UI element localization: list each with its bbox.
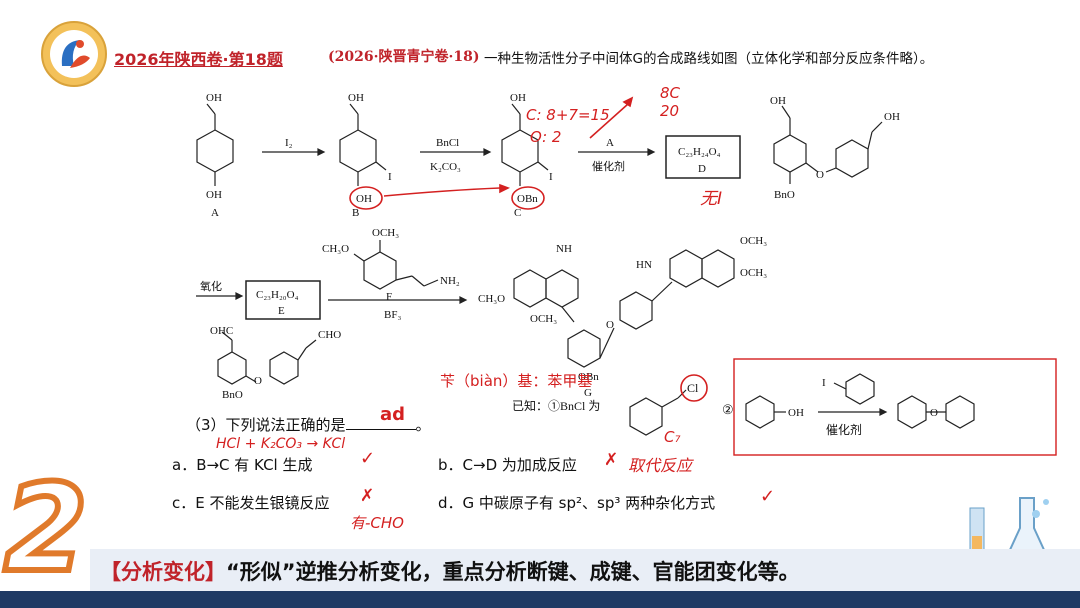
- d-struct-bno: BnO: [774, 189, 795, 201]
- known-catalyst: 催化剂: [826, 422, 862, 437]
- g-och3-3: OCH₃: [530, 313, 557, 325]
- school-logo: [41, 21, 107, 87]
- known-2-label: ②: [722, 402, 734, 417]
- note-8c: 8C: [660, 84, 681, 102]
- note-cho: 有-CHO: [350, 514, 404, 532]
- known-o: O: [930, 407, 938, 419]
- label-b: B: [352, 207, 359, 219]
- page-title: 2026年陕西卷·第18题: [114, 50, 283, 69]
- e-cho: CHO: [318, 329, 341, 341]
- d-formula: C₂₃H₂₄O₄: [678, 146, 721, 158]
- label-c-i: I: [549, 171, 553, 183]
- note-hcl: HCl + K₂CO₃ → KCl: [216, 436, 346, 452]
- note-no-i: 无I: [700, 189, 723, 209]
- question-text: 一种生物活性分子中间体G的合成路线如图（立体化学和部分反应条件略）。: [484, 51, 934, 67]
- d-struct-oh1: OH: [770, 95, 786, 107]
- known-i: I: [822, 377, 826, 389]
- reagent-a: A: [606, 137, 614, 149]
- check-a: ✓: [360, 448, 376, 469]
- known-oh: OH: [788, 407, 804, 419]
- f-och3: OCH₃: [372, 227, 399, 239]
- d-struct-o: O: [816, 169, 824, 181]
- cross-c: ✗: [360, 486, 375, 506]
- note-c-count: C: 8+7=15: [526, 106, 610, 124]
- label-a-oh-top: OH: [206, 92, 222, 104]
- reagent-catalyst: 催化剂: [592, 159, 625, 173]
- label-c-oh-top: OH: [510, 92, 526, 104]
- note-substitution: 取代反应: [628, 456, 693, 475]
- e-o: O: [254, 375, 262, 387]
- e-ohc: OHC: [210, 325, 233, 337]
- question3-stem: （3）下列说法正确的是。: [186, 416, 431, 434]
- note-o-count: O: 2: [530, 128, 562, 146]
- summary-banner: [90, 549, 1080, 591]
- reagent-bncl: BnCl: [436, 137, 459, 149]
- label-e: E: [278, 305, 285, 317]
- reagent-i2: I₂: [285, 137, 293, 149]
- label-g: G: [584, 387, 592, 399]
- label-c: C: [514, 207, 521, 219]
- label-b-i: I: [388, 171, 392, 183]
- f-ch3o: CH₃O: [322, 243, 349, 255]
- summary-text: 【分析变化】“形似”逆推分析变化，重点分析断键、成键、官能团变化等。: [100, 560, 800, 584]
- label-a: A: [211, 207, 219, 219]
- option-d: d．G 中碳原子有 sp²、sp³ 两种杂化方式: [438, 494, 716, 512]
- known-1-label: 已知：①BnCl 为: [512, 399, 600, 413]
- g-obn: OBn: [578, 371, 599, 383]
- label-a-oh-bottom: OH: [206, 189, 222, 201]
- known-cl: Cl: [687, 381, 699, 395]
- g-ch3o: CH₃O: [478, 293, 505, 305]
- f-nh2: NH₂: [440, 275, 460, 287]
- label-oxidation: 氧化: [200, 279, 222, 293]
- question-source: (2026·陕晋青宁卷·18): [328, 49, 480, 65]
- label-d: D: [698, 163, 706, 175]
- note-benzyl: 苄（biàn）基：苯甲基: [440, 372, 593, 390]
- d-struct-oh2: OH: [884, 111, 900, 123]
- bottom-bar: [0, 591, 1080, 608]
- check-d: ✓: [760, 486, 776, 507]
- g-och3-2: OCH₃: [740, 267, 767, 279]
- option-b: b．C→D 为加成反应: [438, 456, 577, 474]
- cross-b: ✗: [604, 450, 619, 470]
- note-20: 20: [660, 102, 680, 120]
- label-b-oh: OH: [356, 193, 372, 205]
- label-c-obn: OBn: [517, 193, 538, 205]
- e-bno: BnO: [222, 389, 243, 401]
- label-b-oh-top: OH: [348, 92, 364, 104]
- g-o: O: [606, 319, 614, 331]
- g-och3-1: OCH₃: [740, 235, 767, 247]
- option-c: c．E 不能发生银镜反应: [172, 494, 330, 512]
- reaction-scheme: OH OH A I₂ OH I OH B BnCl K₂CO₃ OH I OBn…: [196, 92, 1057, 456]
- g-hn: HN: [636, 259, 652, 271]
- reagent-bf3: BF₃: [384, 309, 401, 321]
- answer-ad: ad: [380, 404, 406, 425]
- option-a: a．B→C 有 KCl 生成: [172, 456, 313, 474]
- section-number: 2: [1, 460, 90, 599]
- reagent-k2co3: K₂CO₃: [430, 161, 461, 173]
- note-c7: C₇: [664, 428, 681, 446]
- e-formula: C₂₃H₂₀O₄: [256, 289, 299, 301]
- label-f: F: [386, 291, 392, 303]
- g-nh: NH: [556, 243, 572, 255]
